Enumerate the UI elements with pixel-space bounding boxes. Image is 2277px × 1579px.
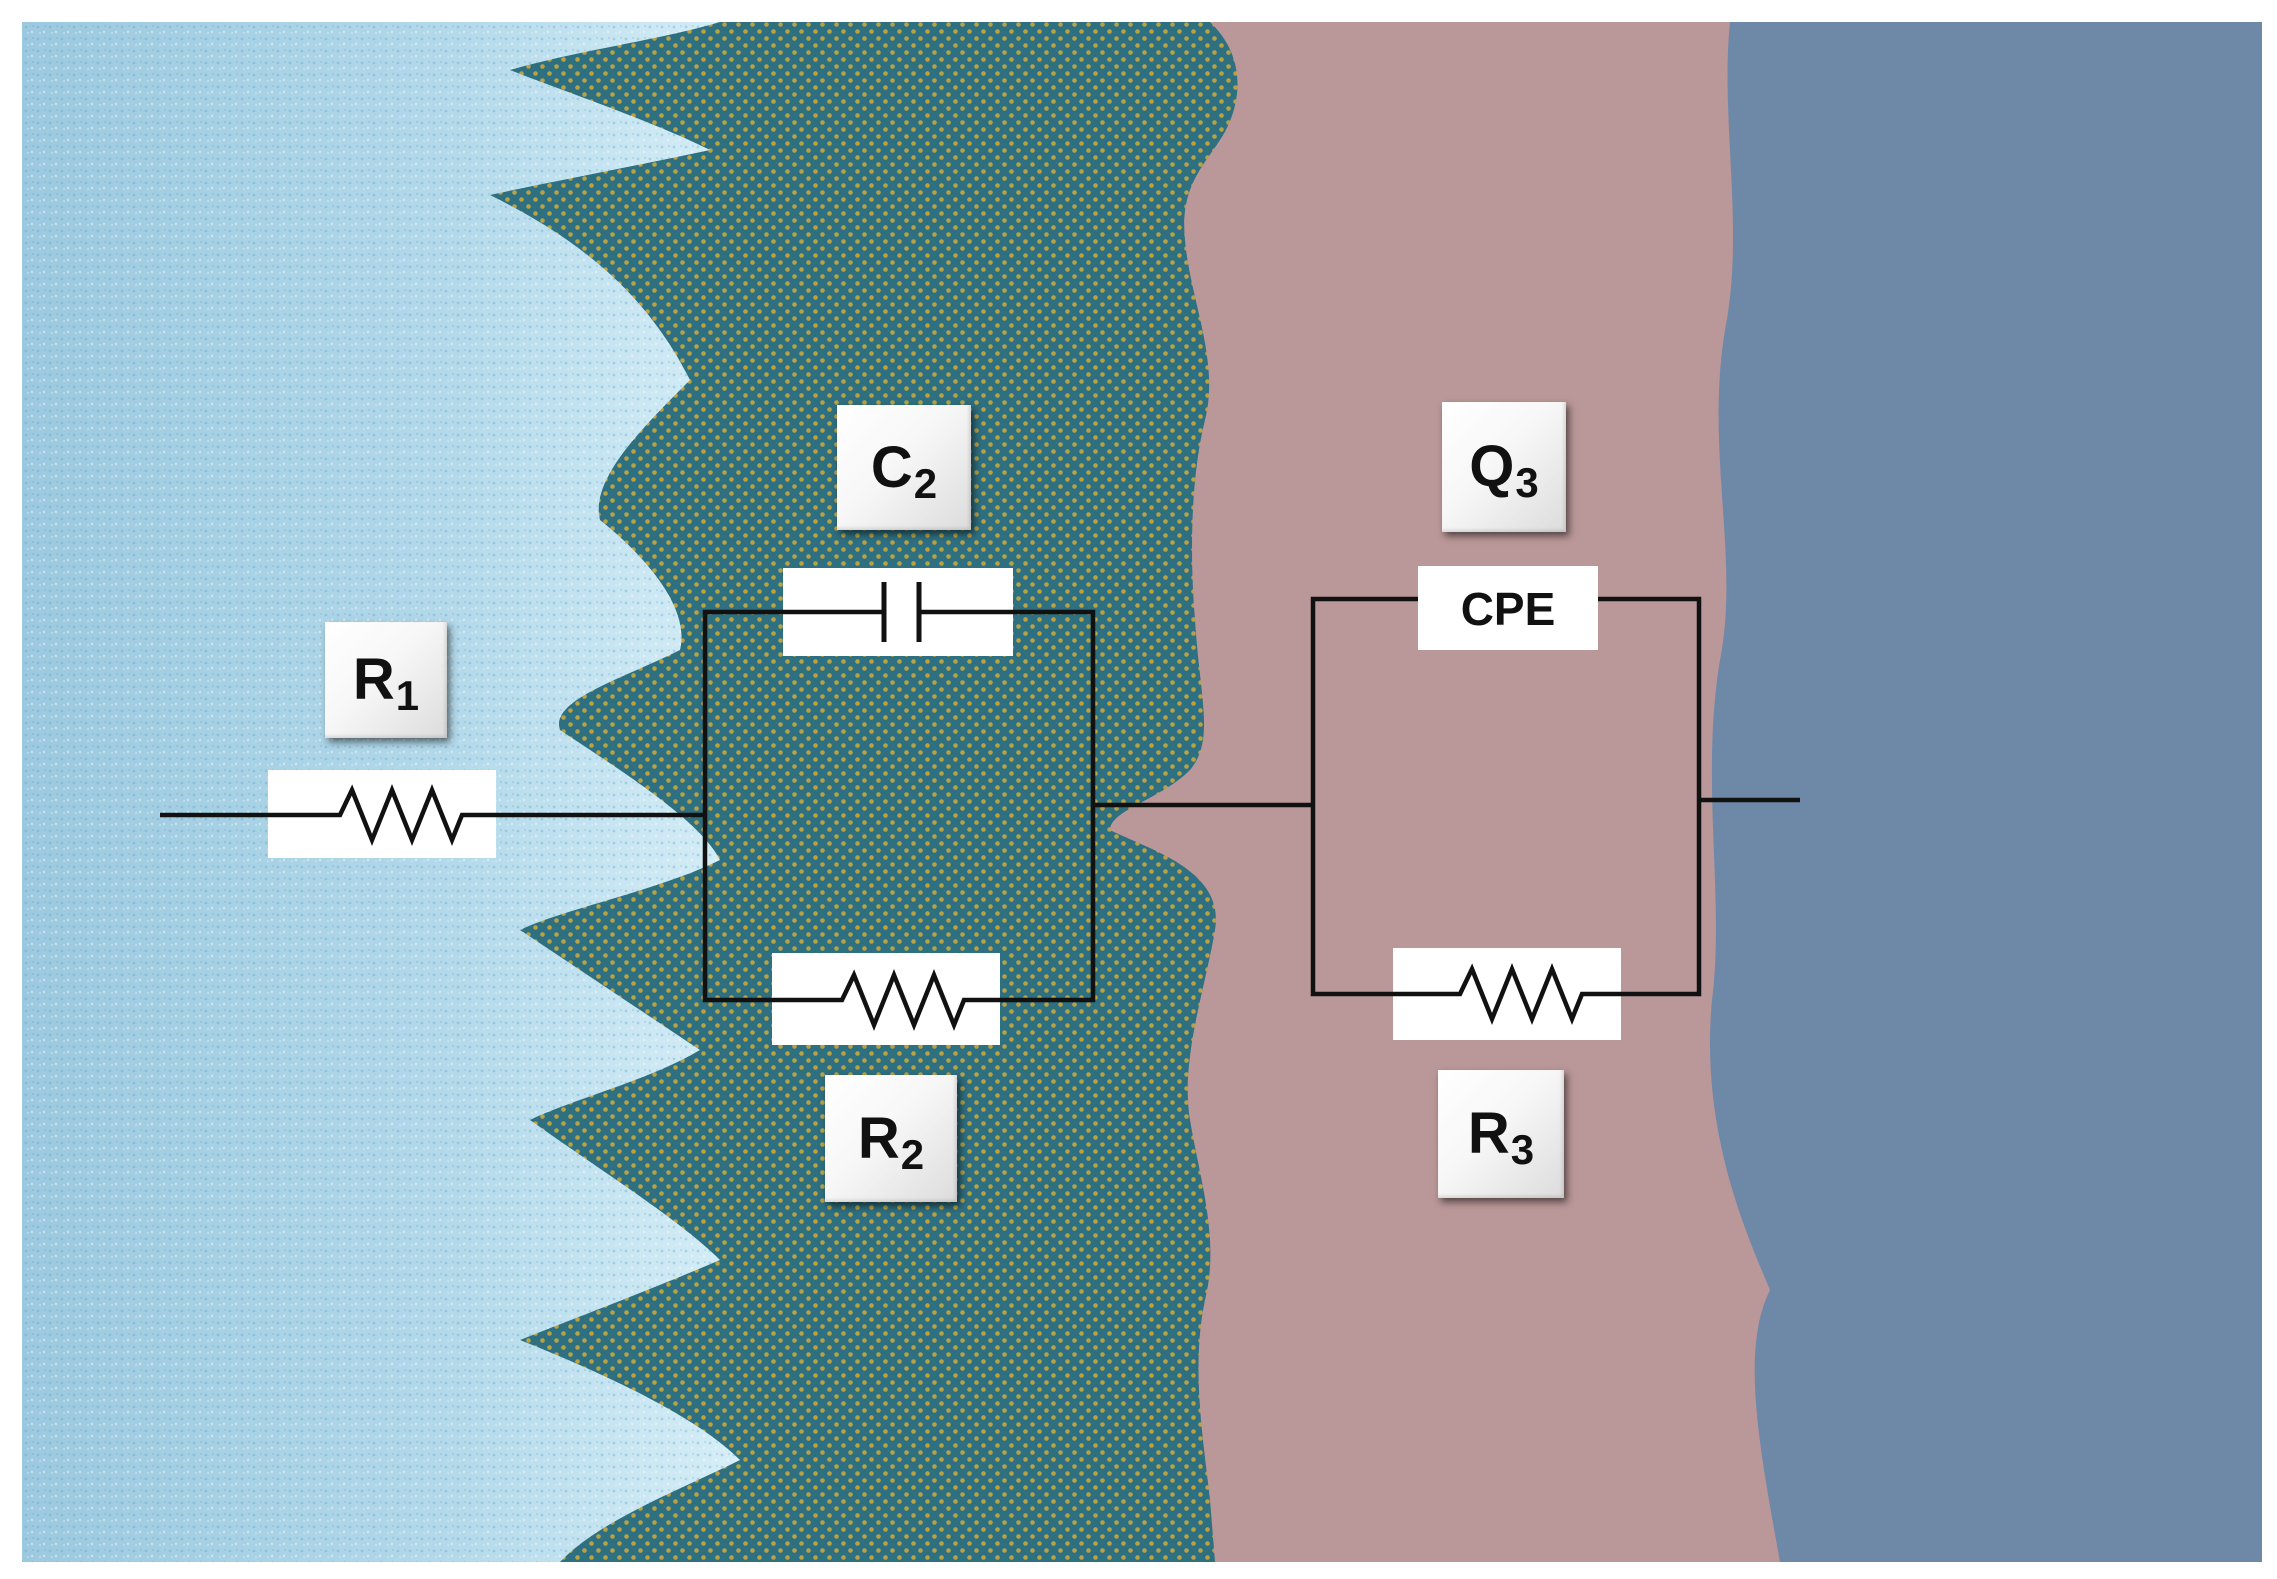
r2-label-main: R — [857, 1105, 900, 1171]
q3-label-main: Q — [1469, 434, 1515, 499]
r2-label-sub: 2 — [900, 1130, 925, 1178]
c2-capacitor — [783, 568, 1013, 656]
r1-resistor — [268, 770, 496, 858]
c2-label-sub: 2 — [913, 459, 938, 507]
c2-label-main: C — [870, 434, 913, 500]
r1-label-main: R — [352, 647, 395, 712]
cpe-label: CPE — [1461, 583, 1556, 635]
r3-label-main: R — [1467, 1101, 1510, 1166]
q3-cpe: CPE — [1418, 566, 1598, 650]
r3-label-sub: 3 — [1510, 1126, 1535, 1173]
r3-resistor — [1393, 948, 1621, 1040]
r1-label-sub: 1 — [395, 672, 420, 719]
r2-resistor — [772, 953, 1000, 1045]
q3-label-sub: 3 — [1515, 459, 1539, 506]
